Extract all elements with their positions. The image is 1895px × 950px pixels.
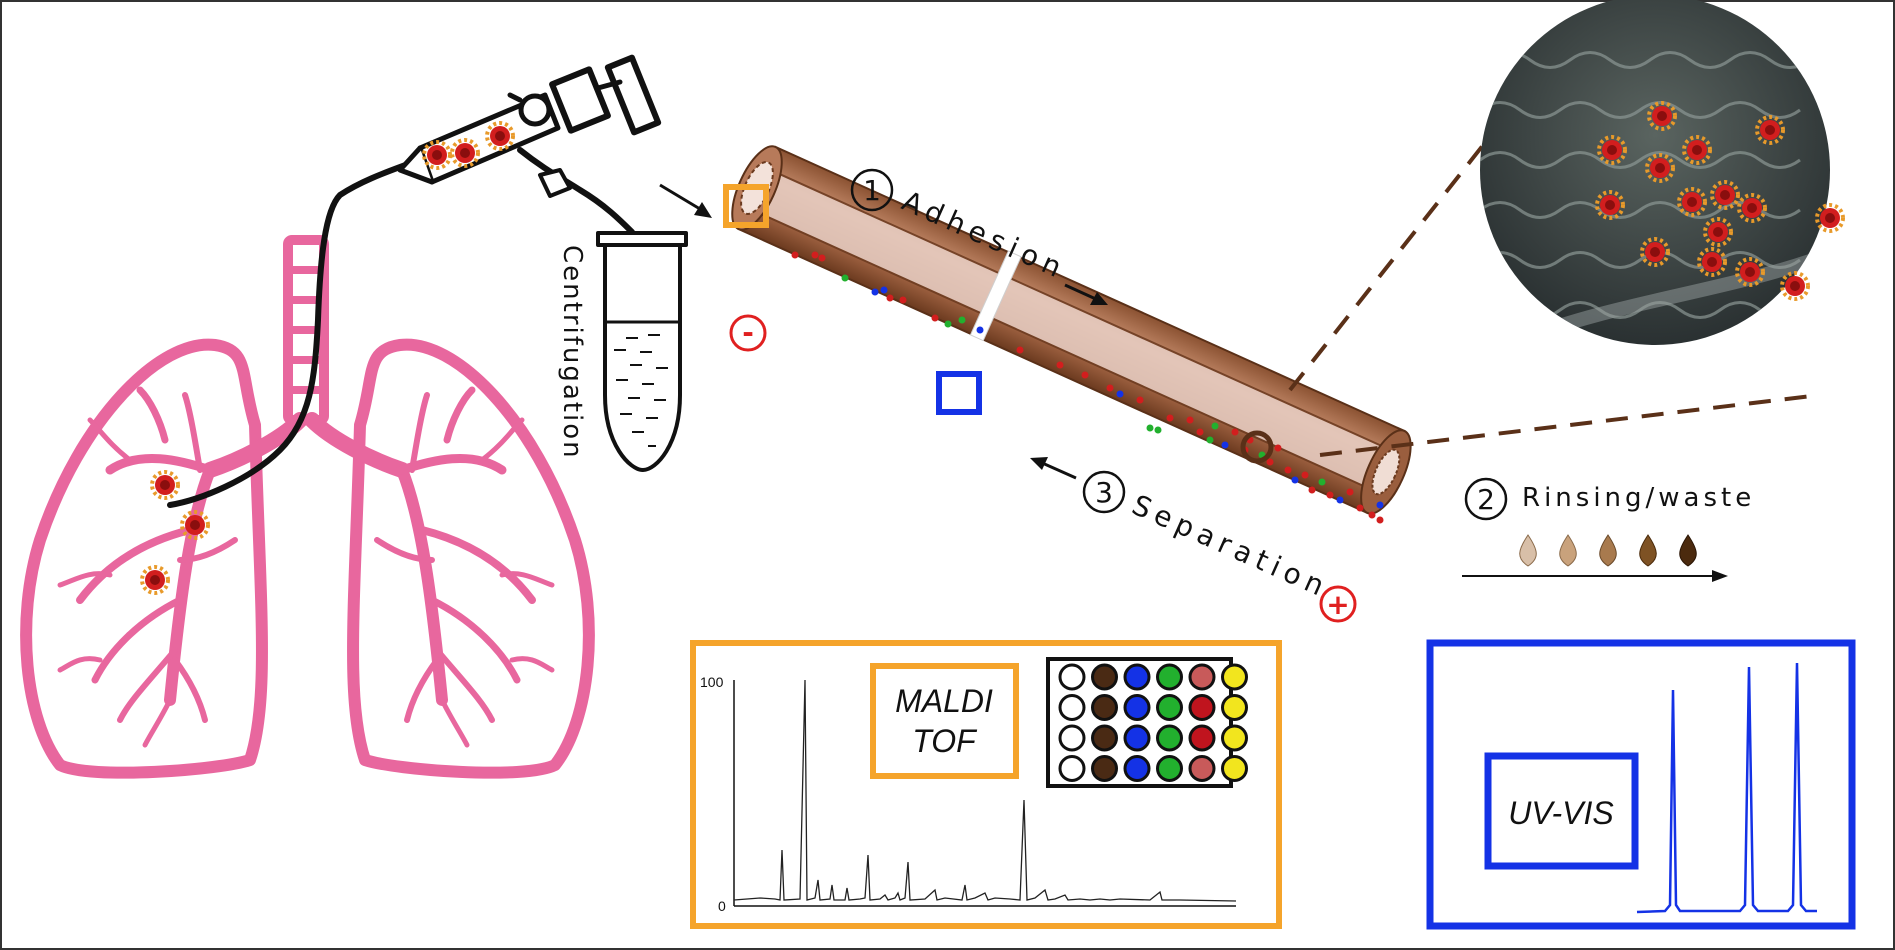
uvvis-sample-marker: [936, 371, 982, 415]
plate-well: [1058, 755, 1086, 782]
plate-well: [1123, 694, 1151, 721]
uvvis-label-box: [1484, 752, 1639, 870]
step3-number: 3: [1095, 476, 1113, 509]
plate-well: [1091, 663, 1118, 691]
uvvis-chromatogram: [1636, 662, 1817, 914]
maldi-axis-0: 0: [718, 898, 726, 914]
minus-label: -: [742, 316, 754, 349]
zoom-lines: [1288, 128, 1821, 457]
plate-well: [1188, 663, 1216, 691]
capillary-tube: [731, 145, 1412, 515]
step2-label: Rinsing/waste: [1522, 483, 1755, 513]
plate-well: [1058, 663, 1086, 691]
maldi-label-line1: MALDI: [895, 683, 993, 719]
plate-well: [1123, 755, 1151, 782]
magnifier-ring: [1240, 430, 1274, 464]
plate-well: [1156, 663, 1183, 691]
negative-electrode: -: [729, 314, 767, 352]
plate-well: [1156, 694, 1183, 721]
plate-well: [1221, 694, 1248, 721]
centrifuge-tube: [596, 231, 688, 472]
plate-well: [1058, 724, 1086, 752]
maldi-axis-100: 100: [700, 674, 724, 690]
maldi-tof-panel: 100 0 MALDI TOF: [690, 640, 1282, 929]
maldi-label-box: [870, 663, 1019, 779]
plate-well: [1156, 755, 1183, 782]
plate-well: [1091, 755, 1118, 782]
plate-well: [1188, 694, 1216, 721]
plate-well: [1091, 694, 1118, 721]
plate-well: [1188, 724, 1216, 752]
uvvis-label: UV-VIS: [1508, 795, 1614, 831]
step2-number: 2: [1477, 483, 1495, 516]
maldi-plate-wells: [1058, 663, 1248, 782]
maldi-spectrum: [733, 679, 1237, 902]
plate-well: [1221, 724, 1248, 752]
step-2-rinsing: 2 Rinsing/waste: [1462, 477, 1755, 582]
plate-well: [1221, 755, 1248, 782]
arrow-to-capillary: [659, 183, 712, 218]
plate-well: [1091, 724, 1118, 752]
plate-well: [1123, 663, 1151, 691]
plate-well: [1156, 724, 1183, 752]
lungs-illustration: [20, 235, 595, 779]
sem-micrograph: [1480, 0, 1845, 345]
uvvis-panel: UV-VIS: [1426, 639, 1856, 930]
waste-droplets: [1519, 534, 1697, 567]
plate-well: [1188, 755, 1216, 782]
maldi-sample-marker: [723, 184, 769, 228]
plus-label: +: [1326, 588, 1349, 621]
plate-well: [1123, 724, 1151, 752]
plate-well: [1221, 663, 1248, 691]
step1-number: 1: [863, 174, 881, 207]
centrifugation-label: Centrifugation: [557, 245, 587, 460]
positive-electrode: +: [1319, 585, 1357, 623]
plate-well: [1058, 694, 1086, 721]
maldi-label-line2: TOF: [912, 723, 978, 759]
